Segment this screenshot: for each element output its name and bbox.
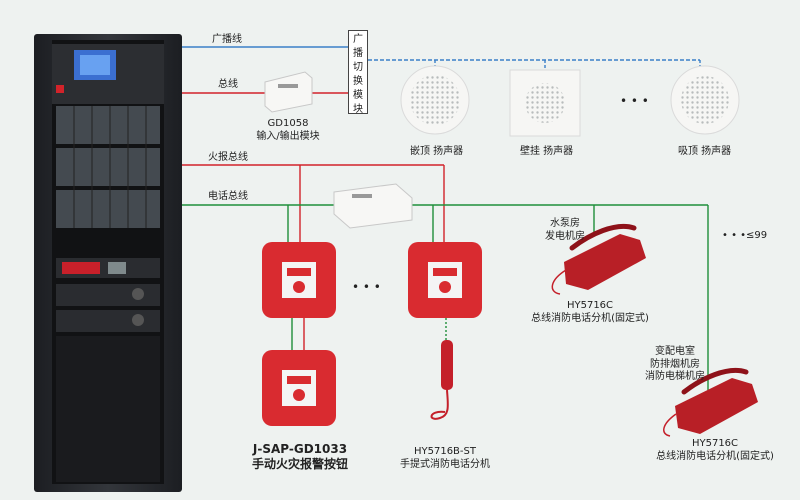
phone-top-label: HY5716C 总线消防电话分机(固定式) (531, 300, 649, 324)
fire-alarm-bus-label: 火报总线 (208, 152, 248, 163)
io-module-label: GD1058 输入/输出模块 (256, 118, 320, 142)
phone-bottom-location: 变配电室 防排烟机房 消防电梯机房 (645, 346, 705, 382)
alarm-button-ellipsis: • • • (352, 280, 381, 294)
fixed-phone-bottom-icon (663, 367, 758, 437)
manual-alarm-button-2 (262, 350, 336, 426)
manual-alarm-button-3 (408, 242, 482, 318)
phone-bottom-label: HY5716C 总线消防电话分机(固定式) (656, 438, 774, 462)
telephone-bus-line (182, 204, 709, 390)
broadcast-line-label: 广播线 (212, 34, 242, 45)
embedded-speaker-label: 嵌顶 扬声器 (410, 146, 464, 157)
ceiling-speaker-label: 吸顶 扬声器 (678, 146, 732, 157)
device-count-note: • • •≤99 (722, 230, 768, 241)
phone-top-location: 水泵房 发电机房 (545, 218, 585, 242)
speaker-ellipsis: • • • (620, 94, 649, 108)
alarm-button-label: J-SAP-GD1033 手动火灾报警按钮 (251, 442, 348, 471)
telephone-bus-label: 电话总线 (208, 191, 248, 202)
manual-alarm-button-1 (262, 242, 336, 318)
ceiling-speaker-icon (670, 65, 740, 135)
broadcast-switch-module: 广 播 切 换 模 块 (348, 30, 368, 115)
junction-box-icon (333, 183, 413, 229)
embedded-speaker-icon (400, 65, 470, 135)
wall-speaker-icon (509, 69, 581, 137)
control-cabinet (34, 34, 182, 492)
wall-speaker-label: 壁挂 扬声器 (520, 146, 574, 157)
fire-alarm-bus-line (182, 164, 445, 350)
bus-line-label: 总线 (218, 79, 238, 90)
io-module-icon (264, 71, 313, 113)
portable-phone-icon (430, 340, 453, 420)
fixed-phone-top-icon (551, 223, 646, 295)
module-grid (56, 106, 160, 228)
portable-phone-label: HY5716B-ST 手提式消防电话分机 (400, 446, 490, 470)
